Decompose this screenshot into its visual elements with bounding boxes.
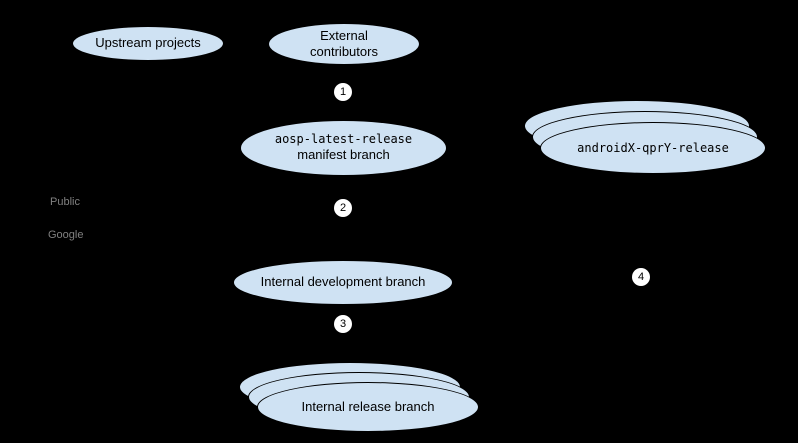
zone-label-google: Google (48, 229, 84, 241)
step-circle-1-number: 1 (339, 86, 347, 98)
node-upstream-projects: Upstream projects (72, 26, 224, 61)
node-internal-release-branch-label: Internal release branch (301, 398, 435, 414)
node-external-contributors: External contributors (268, 23, 420, 65)
step-circle-3-number: 3 (339, 318, 347, 330)
node-upstream-projects-label: Upstream projects (95, 35, 201, 51)
step-circle-4-number: 4 (637, 271, 645, 283)
node-androidx-qpr-release-stack: androidX-qprY-release (540, 122, 766, 174)
node-aosp-manifest-branch: aosp-latest-release manifest branch (240, 120, 447, 176)
zone-label-public: Public (50, 196, 80, 208)
node-internal-release-branch-stack: Internal release branch (257, 382, 479, 432)
node-aosp-manifest-branch-code: aosp-latest-release (274, 132, 413, 147)
step-circle-3: 3 (334, 315, 352, 333)
step-circle-2-number: 2 (339, 202, 347, 214)
node-aosp-manifest-branch-label: manifest branch (297, 147, 390, 163)
step-circle-4: 4 (632, 268, 650, 286)
step-circle-1: 1 (334, 83, 352, 101)
node-androidx-qpr-release-code: androidX-qprY-release (577, 140, 729, 155)
node-external-contributors-label: External contributors (310, 27, 378, 59)
node-internal-development-branch: Internal development branch (233, 260, 453, 305)
step-circle-2: 2 (334, 199, 352, 217)
node-internal-development-branch-label: Internal development branch (260, 274, 426, 290)
